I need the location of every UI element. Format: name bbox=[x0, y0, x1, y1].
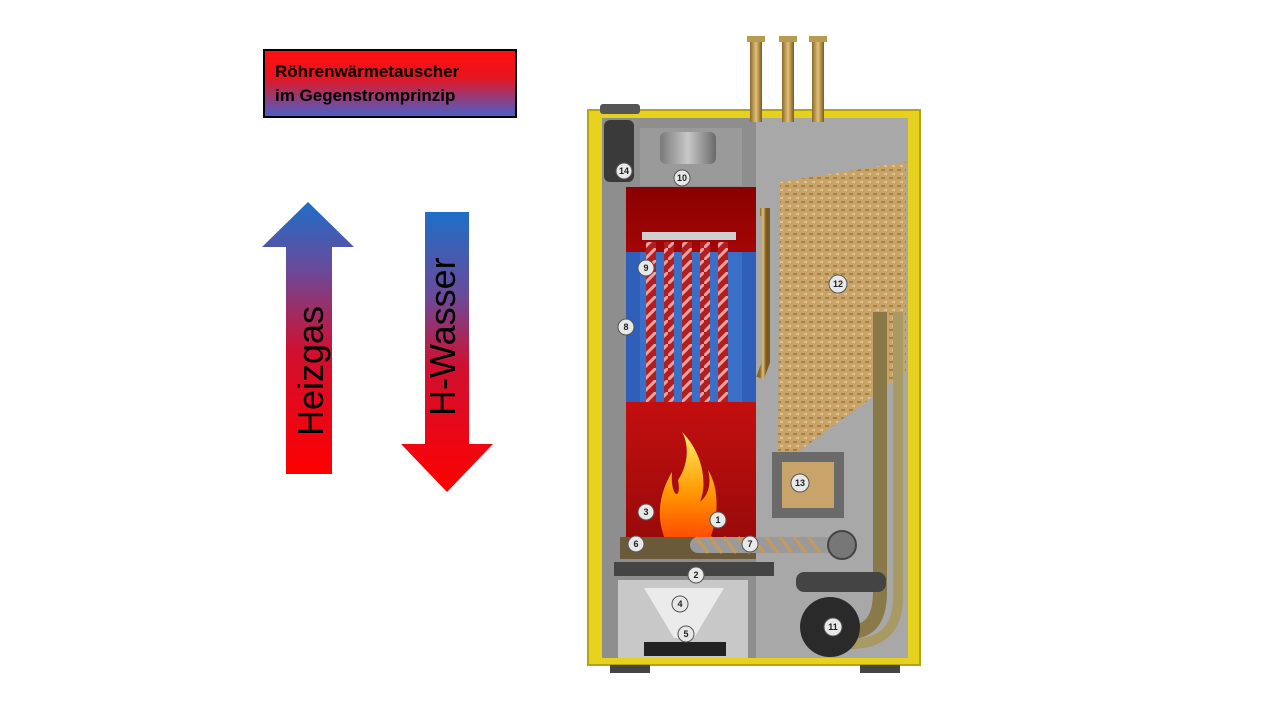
badge-9: 9 bbox=[643, 263, 648, 273]
pellet-boiler-cutaway-illustration: 1 2 3 4 5 6 7 8 9 10 11 12 13 14 bbox=[587, 36, 921, 673]
badge-8: 8 bbox=[623, 322, 628, 332]
h-wasser-label: H-Wasser bbox=[422, 257, 463, 416]
badge-1: 1 bbox=[715, 515, 720, 525]
badge-14: 14 bbox=[619, 166, 629, 176]
component-badges: 1 2 3 4 5 6 7 8 9 10 11 12 13 14 bbox=[615, 162, 848, 643]
heizgas-label: Heizgas bbox=[290, 305, 331, 436]
badge-5: 5 bbox=[683, 629, 688, 639]
badge-13: 13 bbox=[795, 478, 805, 488]
title-box: Röhrenwärmetauscher im Gegenstromprinzip bbox=[263, 49, 517, 118]
title-line-1: Röhrenwärmetauscher bbox=[275, 61, 460, 81]
h-wasser-down-arrow bbox=[401, 212, 493, 492]
badge-10: 10 bbox=[677, 173, 687, 183]
badge-4: 4 bbox=[677, 599, 682, 609]
badge-2: 2 bbox=[693, 570, 698, 580]
badge-11: 11 bbox=[828, 622, 838, 632]
badge-7: 7 bbox=[747, 539, 752, 549]
badge-3: 3 bbox=[643, 507, 648, 517]
title-line-2: im Gegenstromprinzip bbox=[275, 85, 456, 105]
badge-12: 12 bbox=[833, 279, 843, 289]
badge-6: 6 bbox=[633, 539, 638, 549]
heizgas-up-arrow bbox=[262, 202, 354, 474]
